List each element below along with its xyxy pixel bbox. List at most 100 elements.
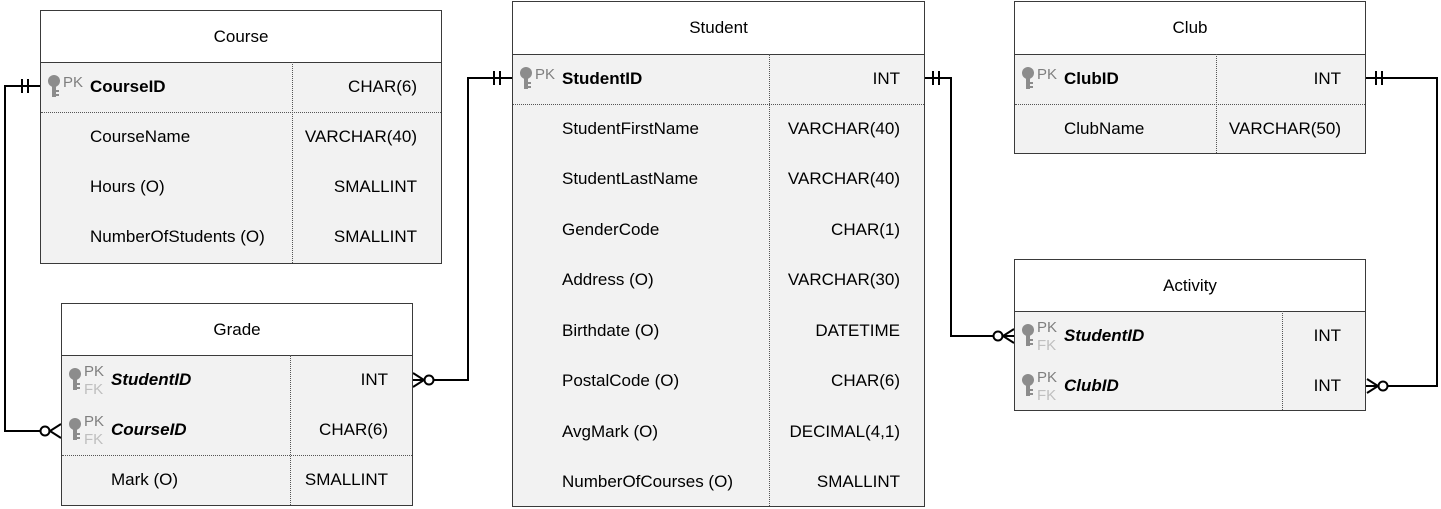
- entity-grade[interactable]: Grade PK FK StudentID INT PK FK CourseID…: [61, 303, 413, 506]
- field-type: VARCHAR(40): [787, 119, 900, 138]
- pk-label: PK: [535, 66, 556, 83]
- field-row-clubid[interactable]: PK ClubID INT: [1015, 54, 1365, 105]
- column-divider: [292, 62, 293, 263]
- field-type: CHAR(6): [319, 420, 388, 439]
- fk-label: FK: [1037, 387, 1057, 404]
- field-row-numberofcourses[interactable]: NumberOfCourses (O) SMALLINT: [513, 457, 924, 507]
- primary-foreign-key-icon: PK FK: [62, 405, 108, 455]
- field-type: INT: [1313, 326, 1341, 345]
- field-row-studentid[interactable]: PK FK StudentID INT: [1015, 311, 1365, 361]
- entity-club[interactable]: Club PK ClubID INT ClubName VARCHAR(50): [1014, 1, 1366, 154]
- fk-label: FK: [1037, 337, 1057, 354]
- field-type: INT: [1313, 69, 1341, 88]
- field-row-courseid[interactable]: PK FK CourseID CHAR(6): [62, 405, 412, 456]
- entity-activity[interactable]: Activity PK FK StudentID INT PK FK ClubI…: [1014, 259, 1366, 411]
- field-name: StudentID: [111, 370, 192, 389]
- field-type: CHAR(6): [348, 77, 417, 96]
- field-name: StudentID: [562, 69, 643, 88]
- field-name: ClubID: [1064, 69, 1119, 88]
- field-type: CHAR(6): [831, 371, 900, 390]
- pk-label: PK: [84, 413, 105, 430]
- primary-key-icon: PK: [1015, 54, 1061, 104]
- field-row-courseid[interactable]: PK CourseID CHAR(6): [41, 62, 441, 113]
- field-row-postalcode[interactable]: PostalCode (O) CHAR(6): [513, 356, 924, 406]
- field-type: SMALLINT: [816, 472, 900, 491]
- field-name: StudentFirstName: [562, 119, 699, 138]
- field-type: SMALLINT: [304, 470, 388, 489]
- field-name: AvgMark (O): [562, 422, 659, 441]
- field-type: SMALLINT: [333, 227, 417, 246]
- field-type: DECIMAL(4,1): [789, 422, 900, 441]
- field-name: StudentLastName: [562, 169, 699, 188]
- field-name: CourseName: [90, 127, 191, 146]
- field-type: CHAR(1): [831, 220, 900, 239]
- field-row-mark[interactable]: Mark (O) SMALLINT: [62, 455, 412, 505]
- field-row-studentid[interactable]: PK FK StudentID INT: [62, 355, 412, 405]
- field-name: NumberOfStudents (O): [90, 227, 265, 246]
- field-name: Address (O): [562, 270, 654, 289]
- field-row-coursename[interactable]: CourseName VARCHAR(40): [41, 112, 441, 162]
- field-name: CourseID: [111, 420, 187, 439]
- field-name: PostalCode (O): [562, 371, 680, 390]
- fk-label: FK: [84, 381, 104, 398]
- field-name: NumberOfCourses (O): [562, 472, 733, 491]
- field-name: Birthdate (O): [562, 321, 660, 340]
- field-row-address[interactable]: Address (O) VARCHAR(30): [513, 255, 924, 305]
- entity-title: Activity: [1015, 260, 1365, 312]
- crowfoot-grade-course: [48, 423, 62, 439]
- link-course-grade: [4, 85, 45, 432]
- field-row-avgmark[interactable]: AvgMark (O) DECIMAL(4,1): [513, 407, 924, 457]
- field-name: StudentID: [1064, 326, 1145, 345]
- field-name: ClubID: [1064, 376, 1119, 395]
- column-divider: [1216, 54, 1217, 153]
- pk-label: PK: [63, 74, 84, 91]
- entity-course[interactable]: Course PK CourseID CHAR(6) CourseName VA…: [40, 10, 442, 264]
- field-row-clubid[interactable]: PK FK ClubID INT: [1015, 361, 1365, 411]
- field-row-hours[interactable]: Hours (O) SMALLINT: [41, 162, 441, 212]
- pk-label: PK: [1037, 369, 1058, 386]
- field-type: SMALLINT: [333, 177, 417, 196]
- field-type: INT: [1313, 376, 1341, 395]
- primary-key-icon: PK: [513, 54, 559, 104]
- pk-label: PK: [84, 363, 105, 380]
- field-type: INT: [360, 370, 388, 389]
- field-row-clubname[interactable]: ClubName VARCHAR(50): [1015, 104, 1365, 154]
- field-row-gendercode[interactable]: GenderCode CHAR(1): [513, 205, 924, 255]
- field-type: VARCHAR(30): [787, 270, 900, 289]
- field-type: DATETIME: [815, 321, 900, 340]
- field-row-studentfirstname[interactable]: StudentFirstName VARCHAR(40): [513, 104, 924, 154]
- entity-title: Student: [513, 2, 924, 55]
- pk-label: PK: [1037, 319, 1058, 336]
- field-name: GenderCode: [562, 220, 660, 239]
- entity-title: Course: [41, 11, 441, 63]
- field-name: Mark (O): [111, 470, 179, 489]
- field-row-studentlastname[interactable]: StudentLastName VARCHAR(40): [513, 154, 924, 204]
- field-type: VARCHAR(40): [304, 127, 417, 146]
- fk-label: FK: [84, 431, 104, 448]
- pk-label: PK: [1037, 66, 1058, 83]
- entity-title: Club: [1015, 2, 1365, 55]
- column-divider: [769, 54, 770, 506]
- primary-foreign-key-icon: PK FK: [62, 355, 108, 405]
- field-name: CourseID: [90, 77, 166, 96]
- entity-title: Grade: [62, 304, 412, 356]
- crowfoot-activity-student: [1001, 328, 1015, 344]
- field-type: VARCHAR(40): [787, 169, 900, 188]
- crowfoot-grade-student: [412, 372, 426, 388]
- column-divider: [1282, 311, 1283, 410]
- primary-key-icon: PK: [41, 62, 87, 112]
- link-club-activity: [1366, 77, 1438, 387]
- entity-student[interactable]: Student PK StudentID INT StudentFirstNam…: [512, 1, 925, 507]
- link-student-activity: [925, 77, 1014, 337]
- field-row-numberofstudents[interactable]: NumberOfStudents (O) SMALLINT: [41, 212, 441, 262]
- field-row-studentid[interactable]: PK StudentID INT: [513, 54, 924, 105]
- link-student-grade: [412, 77, 512, 381]
- field-row-birthdate[interactable]: Birthdate (O) DATETIME: [513, 306, 924, 356]
- column-divider: [290, 355, 291, 505]
- crowfoot-activity-club: [1366, 378, 1380, 394]
- field-type: VARCHAR(50): [1228, 119, 1341, 138]
- primary-foreign-key-icon: PK FK: [1015, 311, 1061, 361]
- primary-foreign-key-icon: PK FK: [1015, 361, 1061, 411]
- field-type: INT: [872, 69, 900, 88]
